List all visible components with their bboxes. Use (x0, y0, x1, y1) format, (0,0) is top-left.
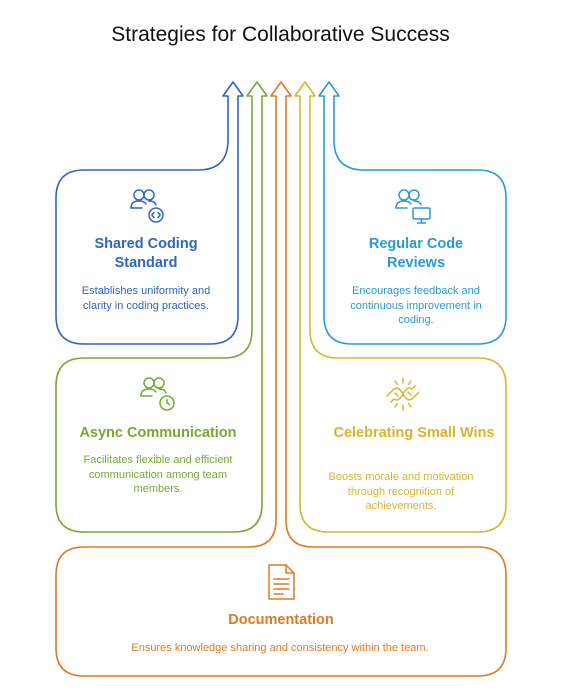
card-desc-docs: Ensures knowledge sharing and consistenc… (131, 642, 429, 654)
card-title-async: Async Communication (79, 425, 237, 441)
card-desc-reviews: Encourages feedback and continuous impro… (350, 285, 482, 326)
card-title-docs: Documentation (228, 612, 334, 628)
card-title-wins: Celebrating Small Wins (333, 425, 495, 441)
page-title: Strategies for Collaborative Success (111, 23, 450, 46)
card-title-reviews: Regular Code Reviews (368, 236, 464, 271)
connector-shared-coding-standard (55, 81, 244, 345)
users-clock-icon (140, 377, 175, 411)
card-title-shared: Shared Coding Standard (94, 236, 198, 271)
users-monitor-icon (395, 189, 431, 224)
card-desc-wins: Boosts morale and motivation through rec… (328, 471, 474, 512)
connector-documentation (55, 81, 507, 677)
connector-regular-code-reviews (318, 81, 507, 345)
card-desc-async: Facilitates flexible and efficient commu… (83, 454, 233, 495)
card-desc-shared: Establishes uniformity and clarity in co… (81, 285, 211, 312)
fist-bump-icon (386, 377, 420, 411)
connector-async-communication (55, 81, 268, 533)
users-code-icon (130, 189, 164, 223)
document-icon (268, 564, 295, 600)
connector-celebrating-small-wins (294, 81, 507, 533)
